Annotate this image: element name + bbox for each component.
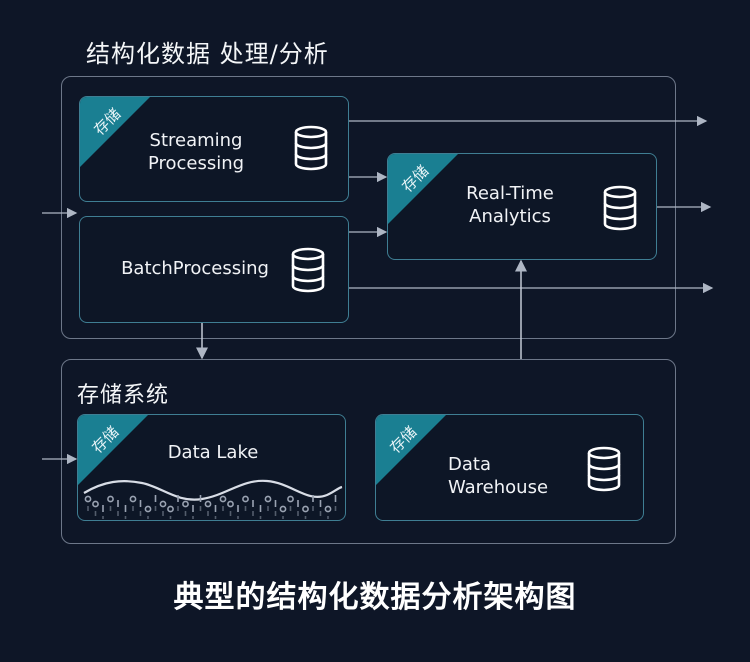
storage-group-title: 存储系统	[77, 383, 170, 408]
bit-glyph	[227, 500, 234, 508]
label-line-1: Real-Time	[466, 183, 554, 204]
node-data-lake[interactable]: 存储 Data Lake	[77, 414, 346, 521]
bit-glyph	[144, 505, 152, 513]
bit-glyph	[84, 495, 92, 503]
bit-glyph	[279, 505, 287, 513]
database-icon	[294, 125, 328, 171]
storage-group	[61, 359, 676, 544]
bit-glyph	[182, 500, 189, 508]
database-icon	[291, 247, 325, 293]
wave-bits-icon	[83, 479, 343, 519]
label-line-1: Streaming	[149, 130, 243, 151]
node-label: BatchProcessing	[121, 258, 269, 279]
bit-glyph	[204, 500, 212, 508]
bit-glyph	[92, 500, 99, 508]
node-real-time-analytics[interactable]: 存储 Real-Time Analytics	[387, 153, 657, 260]
node-streaming-processing[interactable]: 存储 Streaming Processing	[79, 96, 349, 202]
node-data-warehouse[interactable]: 存储 Data Warehouse	[375, 414, 644, 521]
bit-glyph	[129, 495, 137, 503]
bit-glyph	[159, 500, 167, 508]
bit-glyph	[167, 505, 174, 513]
bit-glyph	[302, 505, 309, 513]
node-label: Data Warehouse	[448, 453, 568, 499]
node-label: Streaming Processing	[134, 129, 258, 175]
bit-glyph	[242, 495, 249, 503]
database-icon	[587, 446, 621, 492]
bit-glyph	[219, 495, 227, 503]
bit-glyph	[324, 505, 332, 513]
database-icon	[603, 185, 637, 231]
node-batch-processing[interactable]: BatchProcessing	[79, 216, 349, 323]
bit-glyph	[287, 495, 294, 503]
bit-glyph	[264, 495, 272, 503]
label-line-2: Warehouse	[448, 477, 549, 498]
processing-group-title: 结构化数据 处理/分析	[86, 40, 329, 68]
bit-glyph	[107, 495, 114, 503]
diagram-caption: 典型的结构化数据分析架构图	[173, 580, 577, 615]
node-label: Data Lake	[167, 442, 259, 463]
label-line-1: Data	[448, 454, 491, 475]
label-line-2: Analytics	[469, 206, 551, 227]
node-label: Real-Time Analytics	[448, 182, 572, 228]
label-line-2: Processing	[147, 153, 245, 174]
